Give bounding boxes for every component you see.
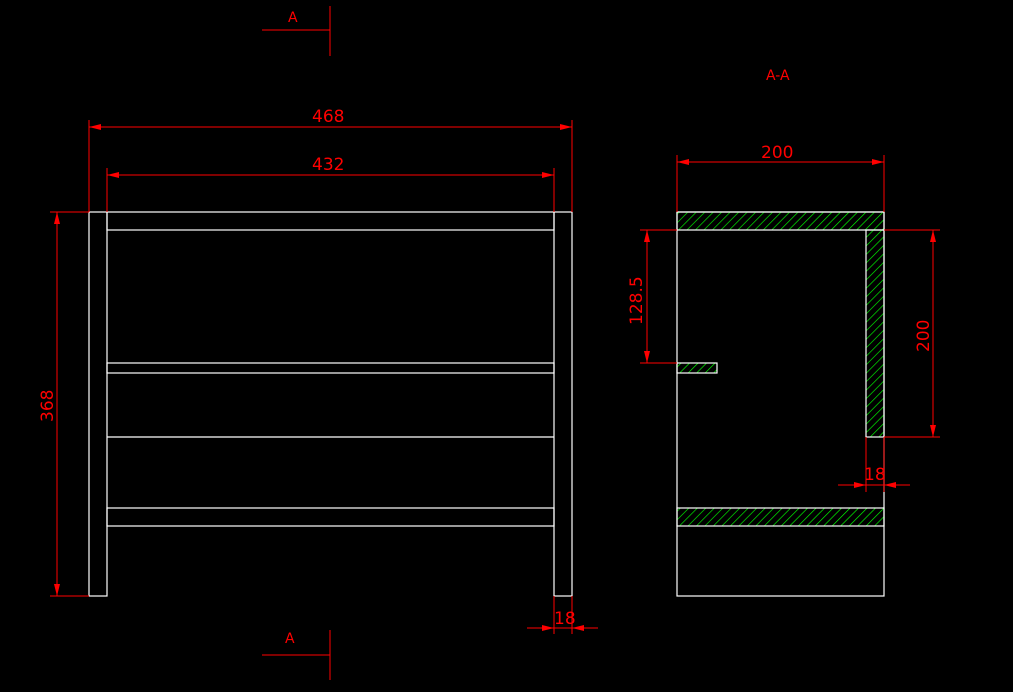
- section-marker-bottom-label: A: [285, 631, 295, 647]
- dimension-shelf-height: 128.5: [627, 229, 677, 364]
- top-board: [106, 211, 555, 231]
- section-view-title: A-A: [766, 68, 790, 84]
- inner-width-value: 432: [312, 155, 344, 175]
- right-side-panel: [553, 211, 573, 597]
- dimension-depth: 200: [676, 143, 885, 212]
- section-marker-top: A: [262, 6, 331, 56]
- shelf-height-value: 128.5: [627, 276, 647, 325]
- back-panel-section: [865, 229, 885, 438]
- bottom-board: [106, 507, 555, 527]
- section-marker-bottom: A: [262, 630, 331, 680]
- top-board-section: [676, 211, 885, 231]
- dimension-overall-width: 468: [88, 107, 573, 212]
- dimension-height: 368: [38, 211, 89, 597]
- front-view: [88, 211, 573, 597]
- dimension-back-panel-height: 200: [884, 229, 940, 438]
- dimension-board-thickness-front: 18: [527, 596, 598, 634]
- dimension-back-panel-thickness: 18: [838, 437, 910, 492]
- height-value: 368: [38, 390, 58, 422]
- shelf-section: [676, 362, 718, 374]
- left-side-panel: [88, 211, 108, 597]
- section-outline: [676, 211, 885, 597]
- section-view: [676, 211, 885, 597]
- board-thickness-front-value: 18: [554, 609, 576, 629]
- bottom-board-section: [676, 507, 885, 527]
- section-marker-top-label: A: [288, 10, 298, 26]
- dimension-inner-width: 432: [106, 155, 555, 212]
- back-panel-thickness-value: 18: [864, 465, 886, 485]
- overall-width-value: 468: [312, 107, 344, 127]
- middle-shelf: [106, 362, 555, 374]
- depth-value: 200: [761, 143, 793, 163]
- back-panel-height-value: 200: [914, 320, 934, 352]
